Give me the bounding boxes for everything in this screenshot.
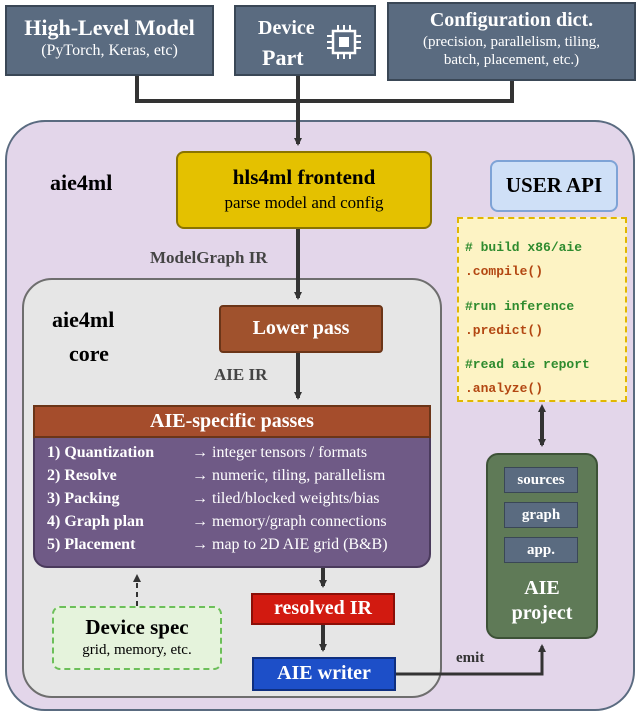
input-merge-connector (135, 76, 514, 103)
hls4ml-frontend-subtitle: parse model and config (224, 193, 384, 212)
hls4ml-frontend-box: hls4ml frontend parse model and config (176, 151, 432, 229)
pass-name: 4) Graph plan (47, 513, 144, 530)
pass-name: 1) Quantization (47, 444, 155, 461)
high-level-model-title: High-Level Model (24, 15, 195, 40)
configuration-dict-line2: batch, placement, etc.) (443, 52, 580, 68)
device-spec-subtitle: grid, memory, etc. (82, 642, 192, 658)
aie-writer-label: AIE writer (277, 662, 371, 684)
aie-ir-label: AIE IR (214, 365, 268, 384)
code-comment-read: #read aie report (465, 357, 590, 372)
aie-project-title-line2: project (511, 602, 573, 624)
resolved-ir-label: resolved IR (274, 597, 372, 619)
aie-writer-box: AIE writer (252, 657, 396, 691)
pass-name: 3) Packing (47, 490, 120, 507)
device-spec-title: Device spec (85, 615, 189, 639)
aie4ml-title: aie4ml (50, 170, 113, 195)
device-part-label-line2: Part (262, 45, 304, 70)
chip-icon (327, 25, 361, 59)
pass-desc: → integer tensors / formats (192, 444, 368, 461)
high-level-model-box: High-Level Model (PyTorch, Keras, etc) (5, 5, 214, 76)
lower-pass-box: Lower pass (219, 305, 383, 353)
aie-specific-passes-header: AIE-specific passes (33, 405, 431, 438)
resolved-ir-box: resolved IR (251, 593, 395, 625)
aie4ml-core-title-line1: aie4ml (52, 307, 115, 332)
configuration-dict-title: Configuration dict. (429, 9, 594, 31)
aie-specific-passes-box: AIE-specific passes 1) Quantization → in… (33, 405, 431, 568)
user-api-box: USER API (490, 160, 618, 212)
modelgraph-ir-label: ModelGraph IR (150, 248, 268, 267)
aie-project-box: sources graph app. AIE project (486, 453, 598, 639)
aie-project-item-app: app. (504, 537, 578, 563)
pass-row-quantization: 1) Quantization → integer tensors / form… (47, 444, 421, 467)
lower-pass-label: Lower pass (252, 317, 350, 339)
pass-row-packing: 3) Packing → tiled/blocked weights/bias (47, 490, 421, 513)
code-comment-build: # build x86/aie (465, 240, 583, 255)
aie-project-item-graph: graph (504, 502, 578, 528)
pass-row-graph-plan: 4) Graph plan → memory/graph connections (47, 513, 421, 536)
aie-project-title-line1: AIE (524, 577, 560, 599)
aie-specific-passes-title: AIE-specific passes (150, 410, 314, 432)
code-call-compile: .compile() (465, 264, 544, 279)
emit-label: emit (456, 650, 485, 666)
pass-name: 5) Placement (47, 536, 136, 553)
aie-project-item-sources: sources (504, 467, 578, 493)
high-level-model-subtitle: (PyTorch, Keras, etc) (41, 42, 178, 59)
code-comment-run: #run inference (465, 299, 575, 314)
pass-name: 2) Resolve (47, 467, 117, 484)
hls4ml-frontend-title: hls4ml frontend (232, 165, 376, 189)
pass-desc: → numeric, tiling, parallelism (192, 467, 386, 484)
configuration-dict-line1: (precision, parallelism, tiling, (422, 34, 601, 50)
device-part-box: Device Part (234, 5, 376, 76)
pass-desc: → map to 2D AIE grid (B&B) (192, 536, 388, 553)
device-part-label-line1: Device (258, 17, 315, 39)
device-spec-box: Device spec grid, memory, etc. (52, 606, 222, 670)
pass-row-resolve: 2) Resolve → numeric, tiling, parallelis… (47, 467, 421, 490)
arrow-emit-to-project (396, 644, 546, 676)
user-api-code-note: # build x86/aie .compile() #run inferenc… (457, 217, 627, 402)
pass-desc: → memory/graph connections (192, 513, 387, 530)
user-api-title: USER API (505, 173, 603, 197)
pass-row-placement: 5) Placement → map to 2D AIE grid (B&B) (47, 536, 421, 559)
code-call-analyze: .analyze() (465, 381, 544, 396)
aie4ml-core-title-line2: core (69, 341, 109, 366)
code-call-predict: .predict() (465, 323, 544, 338)
configuration-dict-box: Configuration dict. (precision, parallel… (387, 2, 636, 81)
pass-desc: → tiled/blocked weights/bias (192, 490, 380, 507)
